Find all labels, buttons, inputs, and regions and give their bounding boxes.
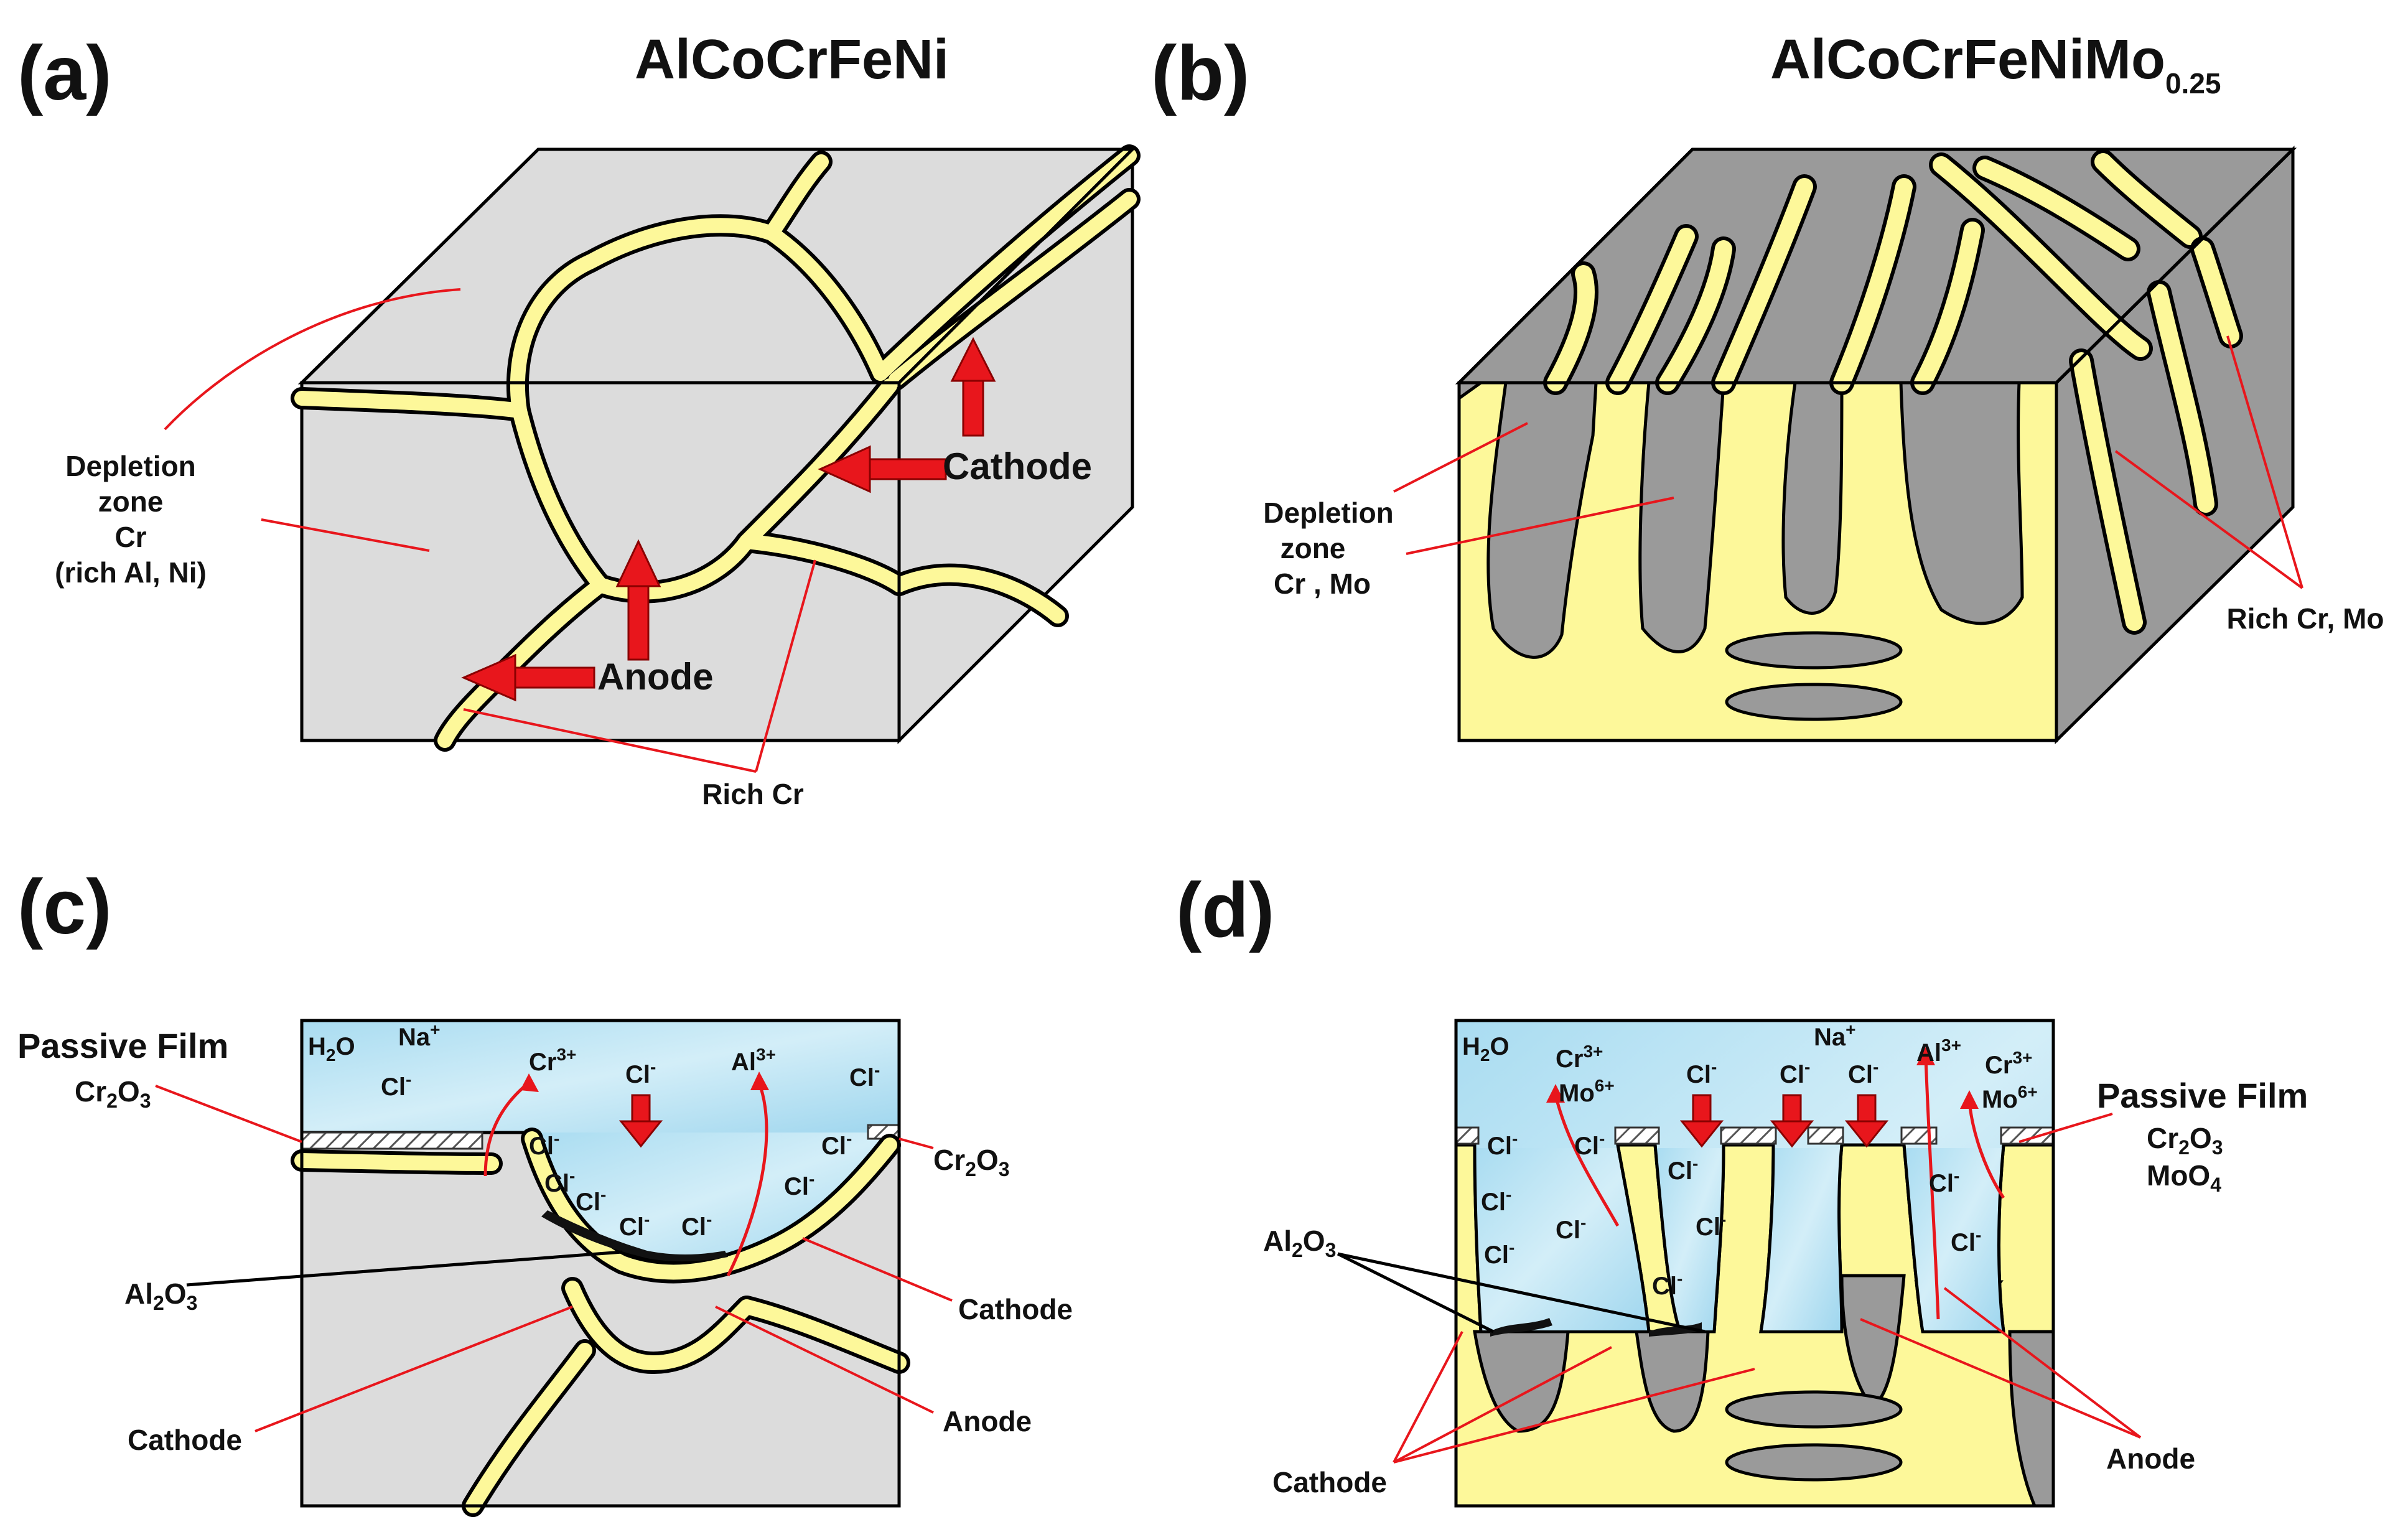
- al2o3-c: Al2O3: [124, 1277, 197, 1314]
- na-c: Na+: [398, 1020, 441, 1051]
- cl-ion: Cl-: [544, 1166, 575, 1197]
- cl-ion: Cl-: [821, 1129, 852, 1160]
- al3-d: Al3+: [1916, 1035, 1961, 1067]
- cathode-c-left: Cathode: [128, 1424, 242, 1456]
- leaders-c: [155, 1085, 953, 1432]
- leaders-b: [1393, 335, 2303, 589]
- cl-ion: Cl-: [381, 1070, 411, 1101]
- cl-ion: Cl-: [1574, 1129, 1605, 1160]
- dendrites-b-top: [1543, 149, 2203, 395]
- depletion-b-line3: Cr , Mo: [1274, 567, 1371, 600]
- grain-boundaries-a: [291, 144, 1141, 752]
- anode-arrow-up-icon: [615, 539, 661, 661]
- cathode-arrow-left-icon: [818, 445, 947, 493]
- cathode-d: Cathode: [1272, 1466, 1387, 1498]
- cl-ion: Cl-: [1848, 1057, 1878, 1088]
- cr2o3-c-right: Cr2O3: [933, 1144, 1010, 1180]
- mo6-d-right: Mo6+: [1982, 1082, 2038, 1113]
- panel-b-title: AlCoCrFeNiMo0.25: [1770, 29, 2221, 100]
- panel-a-title: AlCoCrFeNi: [635, 29, 949, 91]
- cl-ion: Cl-: [784, 1169, 814, 1200]
- panel-b: (b) AlCoCrFeNiMo0.25: [1151, 29, 2384, 744]
- cl-ion: Cl-: [576, 1185, 606, 1216]
- cr3-d-right: Cr3+: [1985, 1048, 2032, 1079]
- leaders-d: [1393, 1113, 2142, 1464]
- frame-c: [300, 1019, 901, 1508]
- ion-paths-c: [483, 1081, 768, 1277]
- panel-d: (d): [1176, 867, 2308, 1508]
- panel-a-label: (a): [17, 30, 112, 116]
- cl-ion: Cl-: [1929, 1166, 1959, 1197]
- al2o3-leaders-d: [1337, 1252, 1706, 1333]
- cl-ion: Cl-: [1556, 1213, 1586, 1244]
- ion-paths-d: [1554, 1057, 2005, 1320]
- anode-d: Anode: [2106, 1442, 2195, 1475]
- dendrites-b-side: [2069, 236, 2243, 635]
- panel-c: (c): [17, 864, 1073, 1517]
- cl-ion: Cl-: [1686, 1057, 1717, 1088]
- cl-ion: Cl-: [1652, 1269, 1682, 1300]
- anode-a-label: Anode: [597, 656, 714, 698]
- cl-ion: Cl-: [1696, 1210, 1726, 1241]
- mo6-d: Mo6+: [1559, 1076, 1615, 1107]
- depletion-b-line2: zone: [1281, 532, 1346, 564]
- cl-ion: Cl-: [1484, 1238, 1514, 1269]
- h2o-d: H2O: [1462, 1033, 1510, 1065]
- panel-c-label: (c): [17, 864, 112, 950]
- cl-ion: Cl-: [1487, 1129, 1518, 1160]
- panel-d-label: (d): [1176, 867, 1274, 953]
- cl-ion: Cl-: [1668, 1154, 1698, 1185]
- anode-arrow-left-icon: [461, 653, 595, 702]
- panel-b-label: (b): [1151, 30, 1249, 116]
- al2o3-flake-d: [1649, 1322, 1702, 1337]
- cl-ion: Cl-: [619, 1210, 650, 1241]
- cl-ion: Cl-: [1951, 1225, 1981, 1256]
- al3-c: Al3+: [731, 1045, 776, 1076]
- moo4-d: MoO4: [2147, 1159, 2221, 1196]
- cathode-c-right: Cathode: [958, 1293, 1073, 1325]
- cl-ion: Cl-: [849, 1060, 880, 1091]
- al2o3-flake-d: [1490, 1318, 1552, 1337]
- cl-ion: Cl-: [681, 1210, 712, 1241]
- cl-ion: Cl-: [529, 1129, 559, 1160]
- depletion-b-line1: Depletion: [1263, 497, 1394, 529]
- leaders-a: [164, 288, 816, 773]
- anode-c: Anode: [943, 1405, 1032, 1437]
- passive-film-c-label: Passive Film: [17, 1026, 228, 1065]
- frame-d: [1454, 1019, 2055, 1508]
- cr3-d: Cr3+: [1556, 1042, 1603, 1073]
- cathode-arrow-up-icon: [950, 337, 996, 437]
- solution-c: [302, 1021, 899, 1133]
- cl-ion: Cl-: [625, 1057, 656, 1088]
- passive-film-left-c: [301, 1131, 483, 1150]
- depletion-a-line1: Depletion: [65, 450, 196, 482]
- passive-film-d: [1455, 1126, 2055, 1145]
- cl-ion: Cl-: [1780, 1057, 1810, 1088]
- depletion-a-line3: Cr: [114, 521, 146, 553]
- cr2o3-c-left: Cr2O3: [75, 1075, 151, 1112]
- cl-ion: Cl-: [1481, 1185, 1511, 1216]
- pit-water-d: [1476, 1148, 2002, 1330]
- al2o3-layer-c: [541, 1210, 728, 1262]
- h2o-c: H2O: [308, 1033, 355, 1065]
- depletion-a-line4: (rich Al, Ni): [55, 556, 207, 589]
- cr2o3-d: Cr2O3: [2147, 1122, 2223, 1159]
- panel-a: (a) AlCoCrFeNi: [17, 29, 1141, 810]
- grain-boundaries-c: [291, 1128, 910, 1517]
- passive-film-d-label: Passive Film: [2097, 1076, 2308, 1115]
- cathode-a-label: Cathode: [943, 446, 1092, 487]
- al2o3-d: Al2O3: [1263, 1225, 1336, 1261]
- chloride-ions-c: Cl- Cl- Cl- Cl- Cl- Cl- Cl- Cl- Cl- Cl-: [381, 1057, 880, 1241]
- chloride-ions-d: Cl- Cl- Cl- Cl- Cl- Cl- Cl- Cl- Cl- Cl- …: [1481, 1057, 1981, 1300]
- na-d: Na+: [1814, 1020, 1856, 1051]
- corroded-pockets-d: [1473, 1174, 2055, 1508]
- dendrite-outlines-d: [1473, 1144, 2005, 1332]
- depleted-pockets-b: [1725, 631, 1903, 721]
- rich-cr-label: Rich Cr: [702, 778, 804, 810]
- cr3-c: Cr3+: [529, 1045, 576, 1076]
- rich-cr-mo-label: Rich Cr, Mo: [2226, 602, 2384, 635]
- depletion-a-line2: zone: [98, 485, 164, 518]
